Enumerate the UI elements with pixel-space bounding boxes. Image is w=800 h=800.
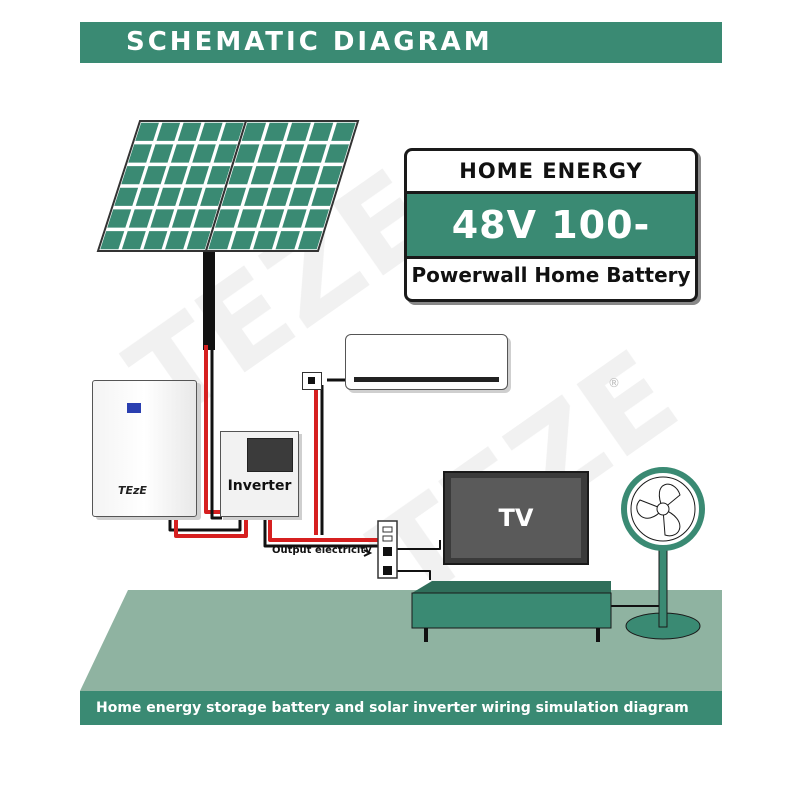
solar-cell [121,231,146,250]
page-title: SCHEMATIC DIAGRAM [126,27,493,57]
solar-cell [128,144,153,163]
solar-cell [156,122,181,141]
solar-cell [324,144,350,163]
solar-cell [297,231,323,250]
solar-cell [206,166,231,185]
solar-cell [213,144,238,163]
tv-stand [411,581,612,642]
header-banner: SCHEMATIC DIAGRAM [80,22,722,63]
inverter: Inverter [220,431,299,517]
solar-cell [192,144,216,163]
solar-cell [157,187,181,206]
solar-cell [185,166,210,185]
solar-cell [165,231,189,250]
battery-display [127,403,141,413]
caption-bar: Home energy storage battery and solar in… [80,691,722,725]
output-arrow-icon [363,549,373,557]
solar-cell [331,122,356,141]
television: TV [443,471,589,565]
solar-cell [170,144,195,163]
solar-cell [244,187,269,206]
solar-cell [186,231,211,250]
solar-cell [121,166,146,185]
solar-cell [266,187,291,206]
solar-cell [208,231,233,250]
ac-vent [354,377,499,382]
solar-cell [228,166,253,185]
solar-cell [311,187,336,206]
solar-cell [317,166,343,185]
solar-cell [177,122,202,141]
solar-cell [135,122,159,141]
solar-cell [275,231,300,250]
solar-cell [257,144,282,163]
solar-cell [230,231,256,250]
solar-cell [142,166,167,185]
wiring [168,345,660,607]
tv-screen: TV [451,478,581,558]
solar-cell [250,166,276,185]
solar-cell [200,187,224,206]
solar-cell [308,122,334,141]
ac-socket [302,372,322,390]
solar-cell [214,209,240,228]
outlet-panel [377,520,398,579]
solar-cell [259,209,285,228]
solar-panels [96,120,360,252]
solar-cell [221,187,247,206]
solar-cell [100,231,125,250]
product-info-box: HOME ENERGY STORAGE 48V 100-300AH Powerw… [404,148,698,302]
solar-cell [286,122,311,141]
solar-cell [199,122,223,141]
solar-cell [107,209,132,228]
solar-cell [143,231,168,250]
tv-label: TV [498,504,534,532]
product-name: Powerwall Home Battery [411,263,691,287]
solar-cell [220,122,244,141]
registered-mark: ® [608,376,620,390]
air-conditioner [345,334,508,390]
solar-cell [178,187,203,206]
solar-cell [164,166,188,185]
solar-cell [295,166,320,185]
panel-pole [203,250,215,350]
solar-cell [171,209,196,228]
solar-cell [304,209,330,228]
solar-cell [264,122,289,141]
solar-cell [149,144,174,163]
solar-cell [128,209,153,228]
solar-cell [279,144,305,163]
solar-cell [302,144,327,163]
solar-cell [234,144,260,163]
home-battery: TEzE [92,380,197,517]
solar-cell [114,187,139,206]
solar-cell [282,209,307,228]
solar-cell [150,209,175,228]
inverter-label: Inverter [227,478,292,494]
battery-logo: TEzE [118,484,147,497]
solar-cell [237,209,262,228]
inverter-display [247,438,293,472]
product-spec: 48V 100-300AH [407,191,695,299]
solar-cell [135,187,160,206]
socket-plug-icon [308,377,315,384]
solar-cell [253,231,278,250]
solar-cell [288,187,314,206]
solar-cell [273,166,298,185]
fan [621,467,705,640]
solar-cell [193,209,218,228]
output-electricity-label: Output electricity [272,545,372,556]
solar-cell [241,122,267,141]
